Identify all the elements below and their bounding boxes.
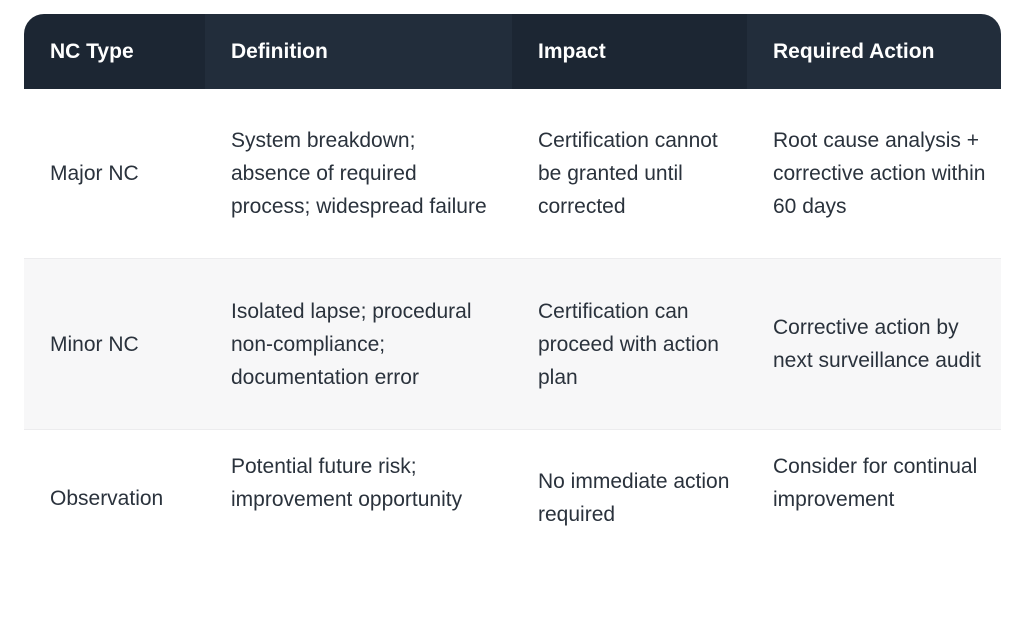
cell-nc-type: Major NC (24, 89, 205, 259)
table-header: NC Type Definition Impact Required Actio… (24, 14, 1001, 89)
nc-classification-table-container: NC Type Definition Impact Required Actio… (24, 14, 1001, 618)
cell-nc-type: Minor NC (24, 259, 205, 430)
table-body: Major NC System breakdown; absence of re… (24, 89, 1001, 618)
table-row: Major NC System breakdown; absence of re… (24, 89, 1001, 259)
cell-required-action: Corrective action by next surveillance a… (747, 259, 1001, 430)
cell-impact: Certification cannot be granted until co… (512, 89, 747, 259)
nc-classification-table: NC Type Definition Impact Required Actio… (24, 14, 1001, 618)
cell-required-action: Root cause analysis + corrective action … (747, 89, 1001, 259)
header-row: NC Type Definition Impact Required Actio… (24, 14, 1001, 89)
cell-impact: Certification can proceed with action pl… (512, 259, 747, 430)
cell-definition: System breakdown; absence of required pr… (205, 89, 512, 259)
header-nc-type: NC Type (24, 14, 205, 89)
header-required-action: Required Action (747, 14, 1001, 89)
table-row: Minor NC Isolated lapse; procedural non-… (24, 259, 1001, 430)
header-definition: Definition (205, 14, 512, 89)
cell-definition: Isolated lapse; procedural non-complianc… (205, 259, 512, 430)
header-impact: Impact (512, 14, 747, 89)
